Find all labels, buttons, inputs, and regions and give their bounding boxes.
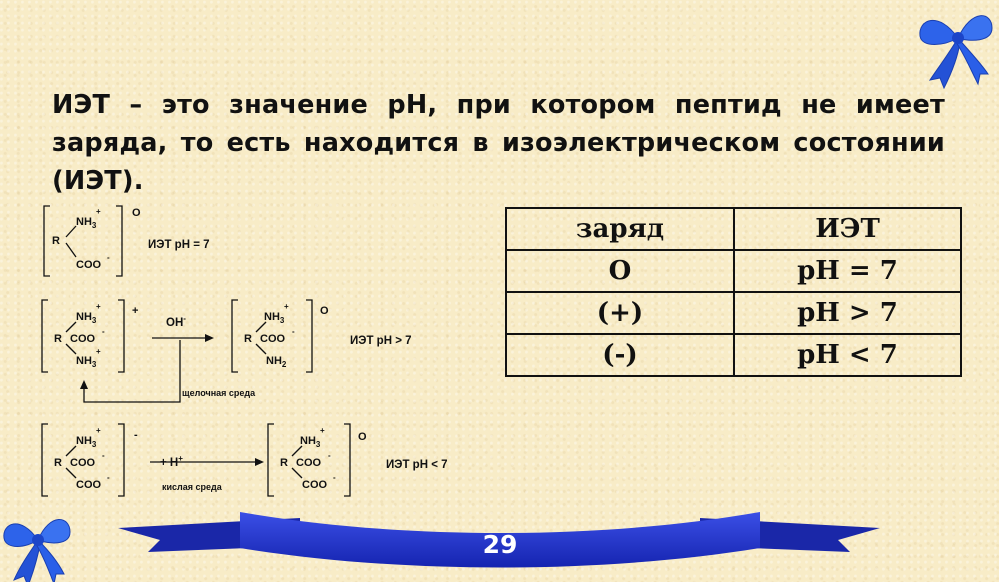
svg-text:+: +: [96, 347, 101, 356]
table-row: (-) pH < 7: [505, 333, 962, 377]
svg-text:R: R: [54, 333, 62, 345]
structure-neutral: NH3 + R COO - O ИЭТ pH = 7: [52, 207, 210, 271]
svg-text:+: +: [284, 302, 289, 311]
svg-text:-: -: [102, 327, 105, 336]
svg-text:ИЭТ pH = 7: ИЭТ pH = 7: [148, 239, 210, 251]
svg-text:-: -: [328, 451, 331, 460]
svg-text:O: O: [320, 305, 329, 317]
svg-text:-: -: [134, 429, 138, 441]
svg-text:+: +: [96, 302, 101, 311]
svg-text:щелочная среда: щелочная среда: [182, 388, 256, 398]
svg-text:NH3: NH3: [76, 311, 97, 325]
table-cell: O: [505, 249, 735, 293]
page-number: 29: [482, 530, 518, 559]
table-cell: (+): [505, 291, 735, 335]
charge-iet-table: заряд ИЭТ O pH = 7 (+) pH > 7 (-) pH < 7: [505, 207, 962, 377]
svg-text:ИЭТ pH < 7: ИЭТ pH < 7: [386, 459, 448, 471]
svg-text:NH3: NH3: [264, 311, 285, 325]
table-cell: (-): [505, 333, 735, 377]
svg-text:O: O: [358, 431, 367, 443]
svg-text:+: +: [96, 426, 101, 435]
svg-text:NH2: NH2: [266, 355, 287, 369]
svg-text:-: -: [107, 253, 110, 262]
table-header-cell: ИЭТ: [733, 207, 962, 251]
table-cell: pH = 7: [733, 249, 962, 293]
svg-text:-: -: [292, 327, 295, 336]
svg-text:-: -: [333, 473, 336, 482]
svg-text:+ H+: + H+: [160, 454, 183, 469]
svg-text:-: -: [107, 473, 110, 482]
svg-text:R: R: [280, 457, 288, 469]
svg-text:OH-: OH-: [166, 314, 186, 329]
svg-text:R: R: [52, 235, 60, 247]
svg-text:COO: COO: [76, 259, 102, 271]
arrow-head-h: [255, 458, 264, 466]
structure-negative: NH3 + R COO - COO - -: [54, 426, 138, 491]
svg-text:COO: COO: [76, 479, 102, 491]
svg-text:ИЭТ pH > 7: ИЭТ pH > 7: [350, 335, 412, 347]
table-row: O pH = 7: [505, 249, 962, 293]
svg-text:COO: COO: [70, 457, 96, 469]
svg-text:COO: COO: [296, 457, 322, 469]
structure-positive: NH3 + R COO - NH3 + +: [54, 302, 138, 369]
arrow-head-oh: [205, 334, 214, 342]
definition-heading: ИЭТ – это значение pH, при котором пепти…: [52, 90, 945, 196]
svg-text:COO: COO: [70, 333, 96, 345]
arrow-head-loop: [80, 380, 88, 389]
table-cell: pH > 7: [733, 291, 962, 335]
svg-text:кислая среда: кислая среда: [162, 482, 223, 492]
table-header-cell: заряд: [505, 207, 735, 251]
svg-text:R: R: [54, 457, 62, 469]
svg-text:+: +: [132, 305, 138, 317]
svg-text:-: -: [102, 451, 105, 460]
svg-text:NH3: NH3: [76, 216, 97, 230]
svg-text:COO: COO: [302, 479, 328, 491]
svg-text:+: +: [96, 207, 101, 216]
svg-text:COO: COO: [260, 333, 286, 345]
svg-text:R: R: [244, 333, 252, 345]
svg-text:+: +: [320, 426, 325, 435]
svg-text:O: O: [132, 207, 141, 219]
structure-alkaline-form: NH3 + R COO - NH2 O ИЭТ pH > 7: [244, 302, 412, 369]
svg-text:NH3: NH3: [76, 435, 97, 449]
structure-acidic-form: NH3 + R COO - COO - O ИЭТ pH < 7: [280, 426, 448, 491]
svg-text:NH3: NH3: [300, 435, 321, 449]
table-cell: pH < 7: [733, 333, 962, 377]
table-row: (+) pH > 7: [505, 291, 962, 335]
svg-text:NH3: NH3: [76, 355, 97, 369]
table-header-row: заряд ИЭТ: [505, 207, 962, 251]
